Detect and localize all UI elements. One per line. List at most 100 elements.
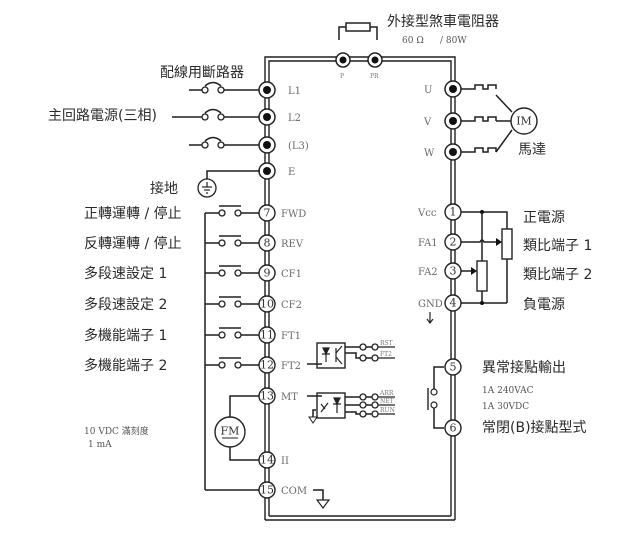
optocoupler-bottom: [307, 392, 360, 424]
brake-resistor-ohm: 60 Ω: [402, 36, 424, 46]
relay-rating-ac: 1A 240VAC: [482, 386, 534, 396]
breaker-switch-icon: [204, 136, 222, 142]
motor-symbol: IM: [516, 115, 532, 128]
cable-icon: [461, 84, 497, 90]
terminal-ft1-number: 11: [260, 329, 274, 342]
terminal-ft2: [258, 356, 276, 374]
relay-title: 異常接點輸出: [482, 359, 566, 376]
ground-icon: [197, 178, 217, 198]
potentiometer-icon: [501, 228, 513, 260]
control-input-label: 多機能端子 2: [84, 357, 167, 374]
terminal-com-number: 15: [260, 484, 274, 497]
com-ground-icon: [315, 499, 331, 509]
analog-label: 類比端子 2: [523, 267, 592, 283]
terminal-label: FT2: [281, 361, 301, 372]
terminal-label: L2: [288, 113, 301, 124]
terminal-label: FA1: [418, 238, 438, 249]
terminal-fa2-number: 3: [450, 265, 457, 278]
meter-spec-voltage: 10 VDC 滿刻度: [84, 425, 149, 437]
analog-label: 負電源: [523, 297, 565, 313]
brake-resistor-label: 外接型煞車電阻器: [387, 13, 499, 30]
relay-rating-dc: 1A 30VDC: [482, 402, 529, 412]
resistor-icon: [345, 22, 371, 32]
terminal-label: V: [423, 117, 432, 128]
opto-output-label: RUN: [380, 407, 395, 414]
terminal-ii-number: 14: [260, 454, 274, 467]
terminal-cf2: [258, 295, 276, 313]
cable-icon: [461, 147, 497, 153]
optocoupler-top: [307, 342, 360, 369]
breaker-switch-icon: [204, 81, 222, 87]
terminal-fwd-number: 7: [264, 207, 271, 220]
relay-contact: 異常接點輸出 1A 240VAC 1A 30VDC 常閉(B)接點型式: [427, 359, 587, 436]
breaker-label: 配線用斷路器: [160, 65, 244, 81]
relay-type: 常閉(B)接點型式: [482, 419, 587, 436]
terminal-pr-label: PR: [370, 73, 379, 80]
opto-output-label: NET: [380, 398, 394, 405]
terminal-rev-number: 8: [264, 237, 271, 250]
output-terminal-group: U V W: [423, 80, 497, 161]
brake-resistor-watt: / 80W: [440, 36, 467, 46]
motor-label: 馬達: [518, 142, 546, 158]
meter-terminal-group: 13 MT 14 II 15 COM: [258, 387, 307, 499]
terminal-label: GND: [418, 299, 443, 310]
terminal-mt-number: 13: [260, 390, 274, 403]
terminal-label: W: [424, 148, 435, 159]
mains-label: 主回路電源(三相): [48, 108, 157, 124]
control-input-label: 正轉運轉 / 停止: [84, 205, 182, 222]
relay-terminal-group: 56: [444, 358, 462, 437]
terminal-ft2-number: 12: [260, 359, 274, 372]
terminal-label: FA2: [418, 267, 438, 278]
terminal-vcc-number: 1: [450, 206, 457, 219]
meter-spec-current: 1 mA: [88, 440, 112, 450]
terminal-label: (L3): [288, 141, 309, 152]
terminal-gnd-number: 4: [450, 297, 457, 310]
terminal-label: FT1: [281, 331, 301, 342]
frequency-meter: FM 10 VDC 滿刻度 1 mA: [84, 395, 331, 509]
cable-icon: [461, 116, 497, 122]
control-input-group: 7 FWD 正轉運轉 / 停止 8 REV 反轉運轉 / 停止 9 CF1 多段速設定 1 10 C…: [84, 204, 306, 374]
terminal-relay-5-number: 5: [450, 361, 457, 374]
analog-label: 正電源: [523, 210, 565, 226]
terminal-fwd: [258, 204, 276, 222]
terminal-label: E: [288, 167, 295, 178]
terminal-label: Vcc: [417, 208, 437, 219]
potentiometers: [426, 210, 513, 324]
terminal-cf1-number: 9: [264, 267, 271, 280]
terminal-label: COM: [281, 486, 307, 497]
motor: IM 馬達: [495, 94, 546, 158]
control-input-label: 多段速設定 1: [84, 265, 167, 282]
terminal-label: MT: [281, 392, 298, 403]
meter-icon: [214, 416, 246, 448]
opto-output-label: ARR: [379, 390, 394, 397]
terminal-relay-6: [444, 419, 462, 437]
terminal-relay-6-number: 6: [450, 422, 457, 435]
brake-resistor: P PR 外接型煞車電阻器 60 Ω / 80W: [335, 13, 499, 80]
control-input-label: 多段速設定 2: [84, 296, 167, 313]
control-input-label: 多機能端子 1: [84, 327, 167, 344]
meter-symbol: FM: [221, 425, 240, 438]
arrow-down-icon: [426, 312, 434, 324]
analog-label: 類比端子 1: [523, 238, 592, 254]
terminal-p-label: P: [340, 73, 344, 80]
terminal-ft1: [258, 326, 276, 344]
terminal-cf2-number: 10: [260, 298, 274, 311]
opto-output-label: RST: [380, 340, 393, 347]
terminal-label: II: [281, 456, 289, 467]
terminal-label: FWD: [281, 209, 306, 220]
optocoupler-icon: [316, 342, 346, 369]
control-input-label: 反轉運轉 / 停止: [84, 235, 182, 252]
ground-connection: 接地: [150, 170, 260, 198]
terminal-label: L1: [288, 86, 301, 97]
meter-spec-line1: 10 VDC 滿刻度: [84, 425, 149, 437]
terminal-label: CF1: [281, 269, 302, 280]
terminal-label: U: [424, 85, 432, 96]
opto-output-label: FT2: [380, 351, 392, 358]
terminal-label: CF2: [281, 300, 302, 311]
terminal-rev: [258, 234, 276, 252]
terminal-label: REV: [281, 239, 304, 250]
terminal-fa1-number: 2: [450, 236, 457, 249]
